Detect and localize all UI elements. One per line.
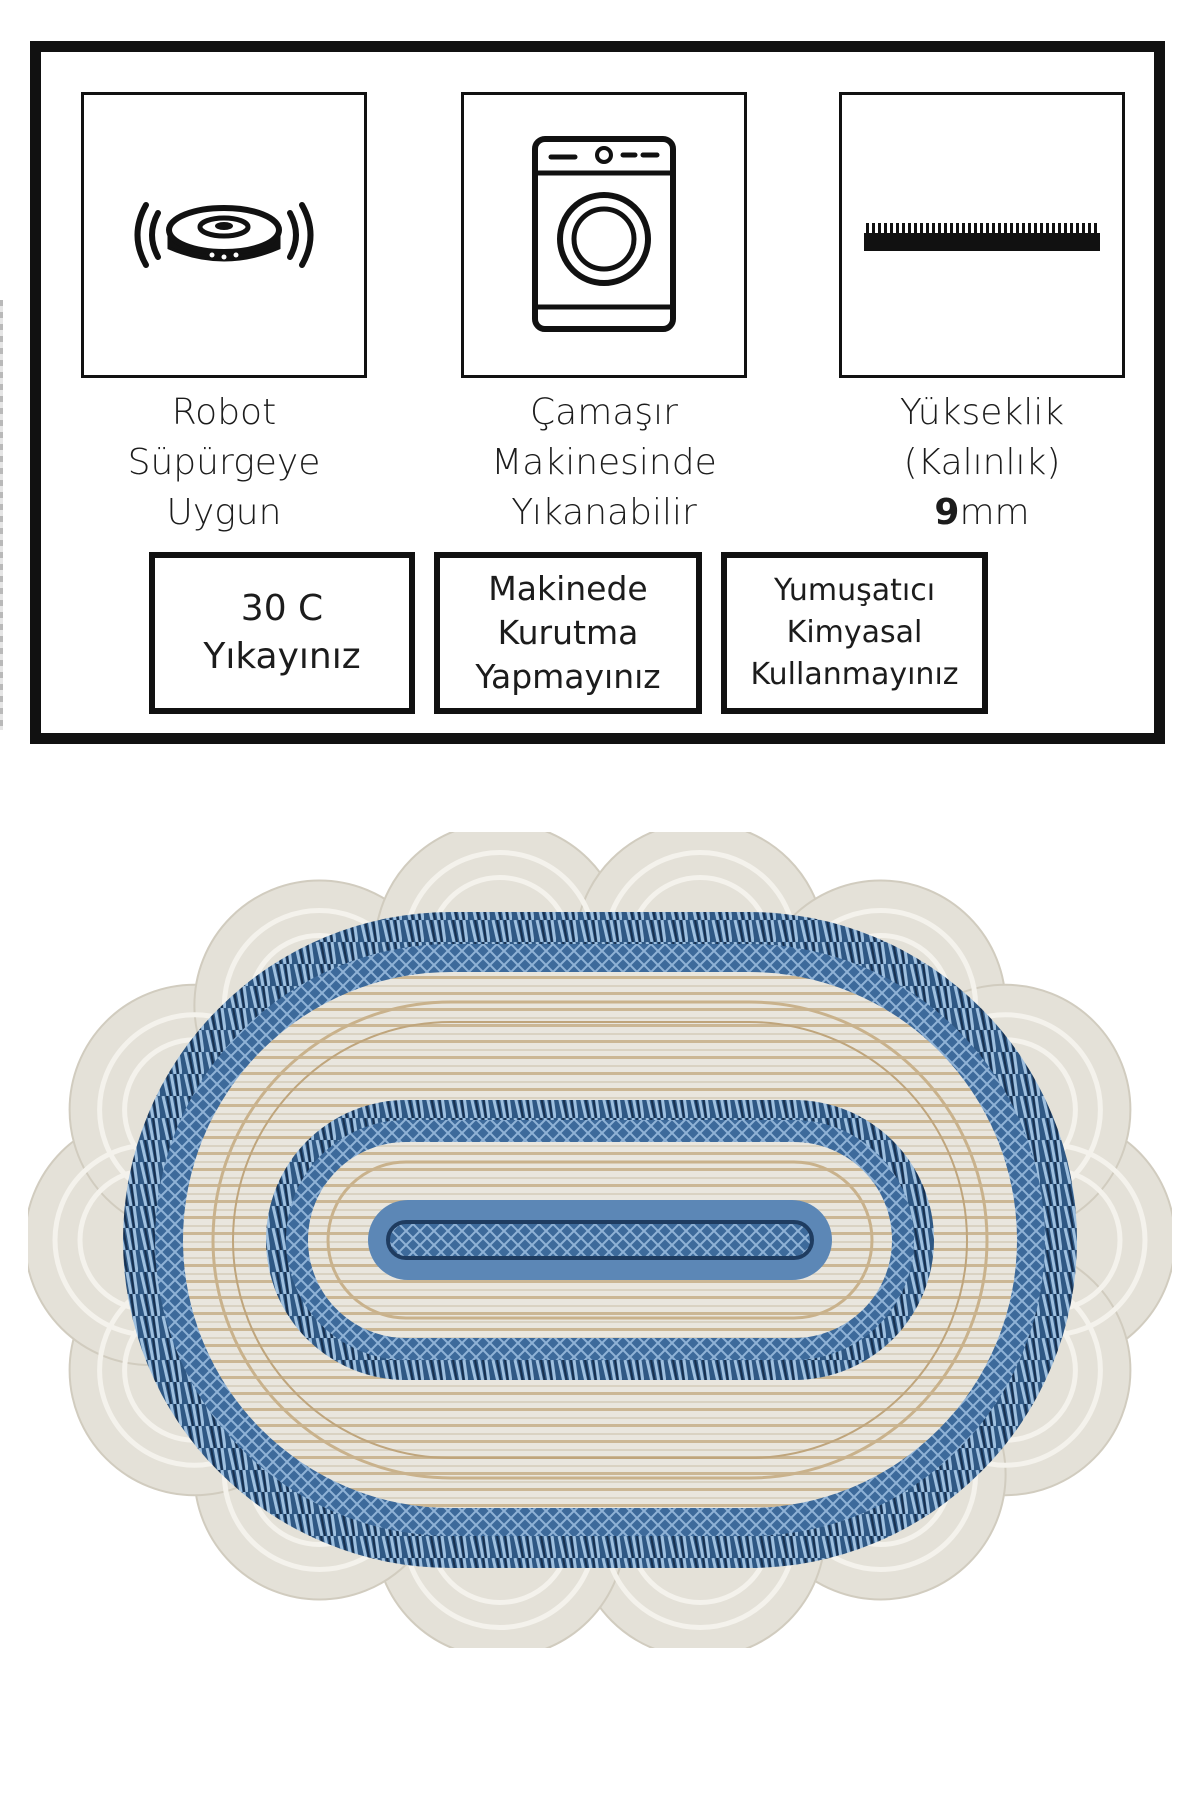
washing-machine-box [461,92,747,378]
caption-line: Yükseklik [899,392,1065,433]
caption-line: Makinesinde [491,442,717,483]
pile-height-box [839,92,1125,378]
rug-center-core [386,1220,814,1260]
thickness-unit: mm [959,492,1030,533]
thickness-line: 9mm [822,488,1142,538]
care-line: Makinede [488,569,648,608]
care-line: Yıkayınız [203,636,361,677]
caption-line: Robot [171,392,277,433]
rug-stripe-ring [211,1000,989,1480]
rug-inner-ring [326,1160,874,1320]
robot-vacuum-box [81,92,367,378]
feature-caption-washing: Çamaşır Makinesinde Yıkanabilir [444,388,764,538]
care-instruction-wash-temp: 30 C Yıkayınız [149,552,415,714]
caption-line: Uygun [166,492,282,533]
caption-line: Yıkanabilir [511,492,697,533]
caption-line: Süpürgeye [127,442,321,483]
feature-caption-height: Yükseklik (Kalınlık) 9mm [822,388,1142,538]
care-line: Yumuşatıcı [773,573,936,608]
feature-caption-robot: Robot Süpürgeye Uygun [64,388,384,538]
care-line: 30 C [240,588,324,629]
care-instruction-no-dryer: Makinede Kurutma Yapmayınız [434,552,702,714]
pile-height-icon [864,223,1100,251]
image-edge-artifact [0,300,3,730]
care-line: Kimyasal [786,615,923,650]
care-instruction-no-softener: Yumuşatıcı Kimyasal Kullanmayınız [721,552,988,714]
care-line: Kullanmayınız [750,657,959,692]
product-care-panel: Robot Süpürgeye Uygun Çamaşır Makinesind… [30,41,1165,744]
caption-line: Çamaşır [530,392,678,433]
care-line: Yapmayınız [475,657,661,696]
rug-stripe-ring [232,1021,968,1459]
washing-machine-icon [532,136,676,332]
rug-product-image [28,832,1172,1648]
thickness-value: 9 [934,492,960,533]
caption-line: (Kalınlık) [903,442,1061,483]
care-line: Kurutma [497,613,639,652]
robot-vacuum-icon [134,202,314,268]
